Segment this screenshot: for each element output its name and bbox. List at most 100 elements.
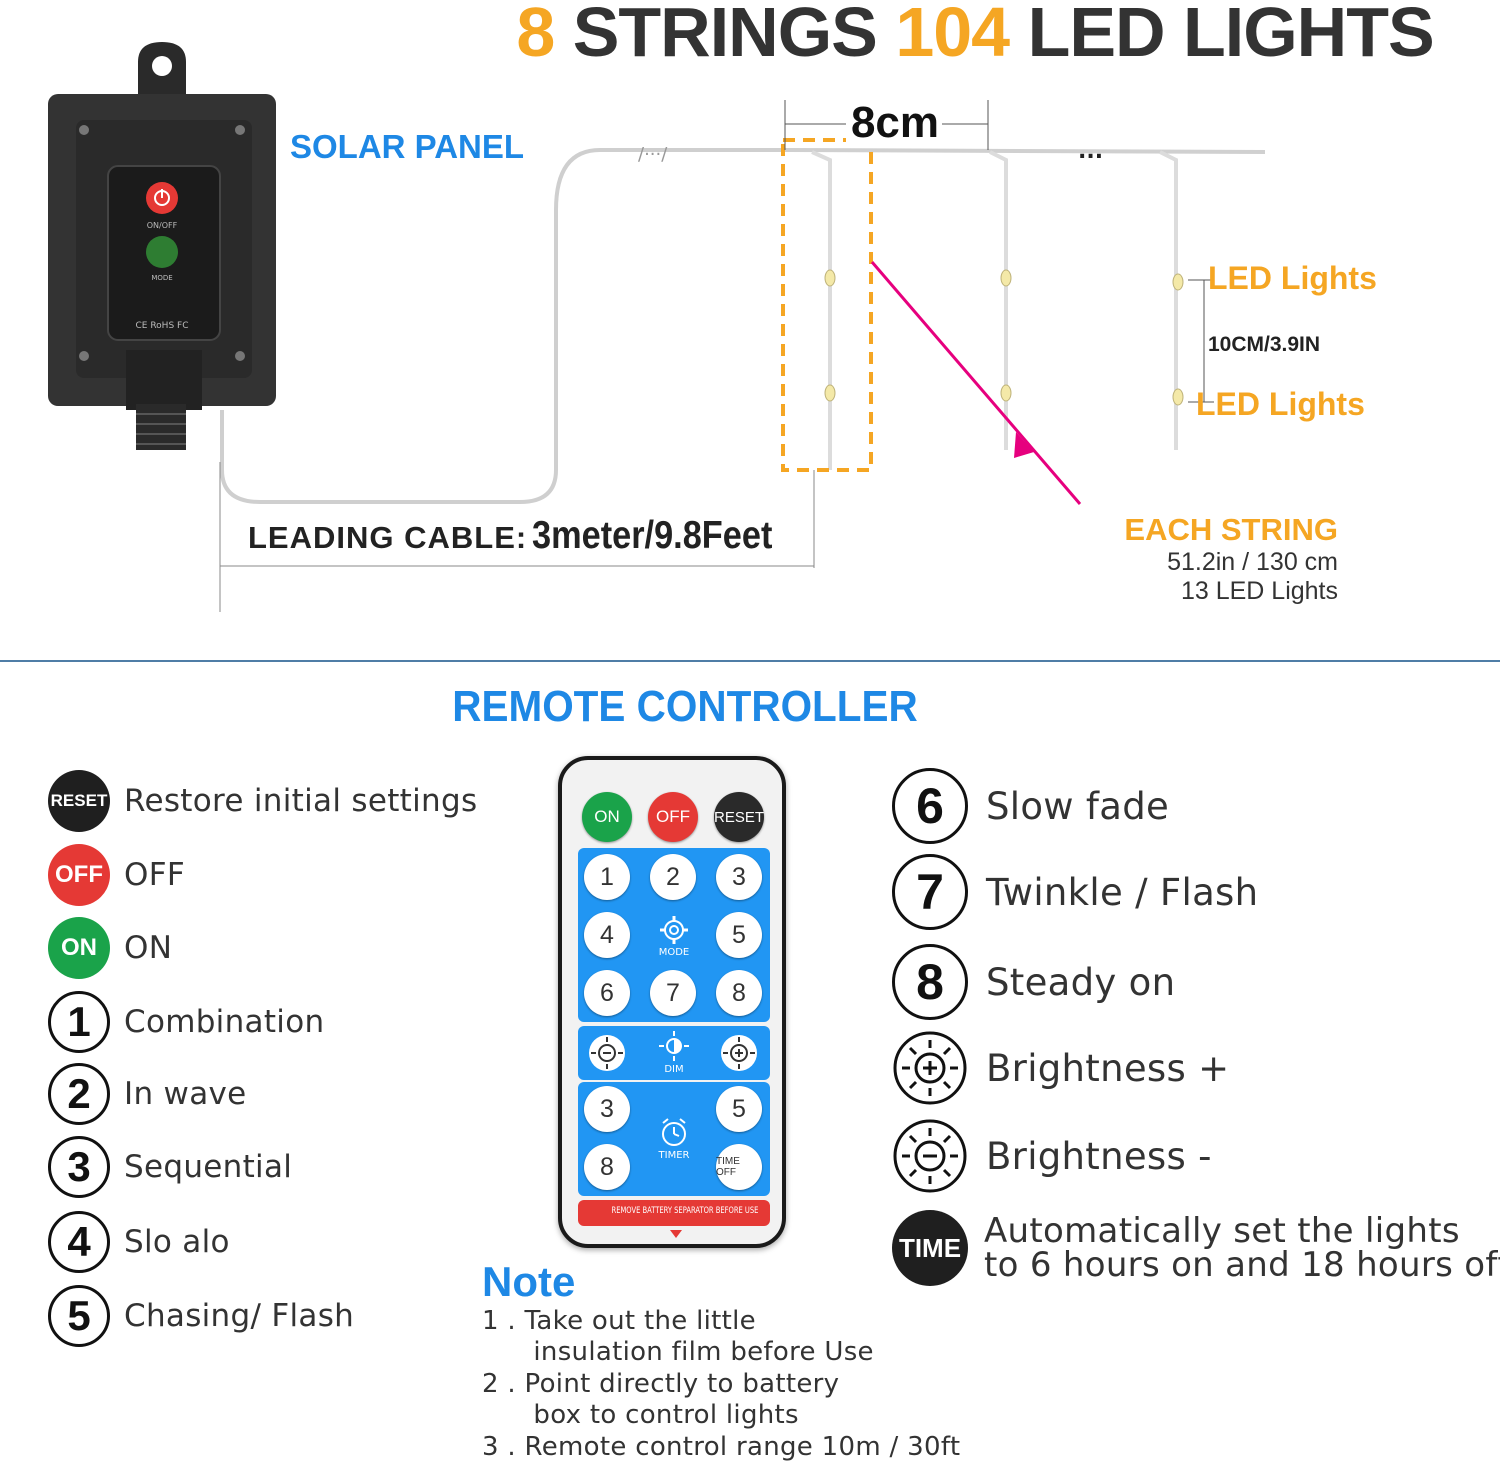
legend-mode-8: 8 Steady on <box>892 944 1175 1020</box>
remote-on-button[interactable]: ON <box>582 792 632 842</box>
remote-off-button[interactable]: OFF <box>648 792 698 842</box>
legend-mode-6: 6 Slow fade <box>892 768 1169 844</box>
string-3 <box>1159 150 1178 450</box>
top-rail-cable <box>789 148 1266 154</box>
legend-mode-3: 3 Sequential <box>48 1134 292 1200</box>
remote-brightness-plus-button[interactable] <box>716 1030 762 1076</box>
time-badge: TIME <box>892 1210 968 1286</box>
cable-cut-mark: /···/ <box>638 144 668 165</box>
remote-mode-7-button[interactable]: 7 <box>650 970 696 1016</box>
timer-clock-icon <box>662 1118 686 1146</box>
legend-mode-1: 1 Combination <box>48 989 324 1055</box>
led-gap-label: 10CM/3.9IN <box>1208 333 1321 356</box>
legend-text: In wave <box>124 1076 247 1112</box>
brightness-plus-icon <box>721 1035 757 1071</box>
arrow-down-icon <box>670 1230 682 1238</box>
legend-text: Sequential <box>124 1149 293 1185</box>
title-word-strings: STRINGS <box>572 0 878 71</box>
legend-text: Brightness - <box>986 1134 1212 1178</box>
led-lights-label-top: LED Lights <box>1208 260 1377 296</box>
leading-cable-label: LEADING CABLE: <box>248 520 528 555</box>
each-string-count: 13 LED Lights <box>1180 577 1338 605</box>
dim-sun-icon <box>659 1031 689 1061</box>
controller-cert-label: CE RoHS FC <box>136 321 189 331</box>
each-string-length: 51.2in / 130 cm <box>1167 548 1338 576</box>
title-number-lights: 104 <box>895 0 1010 71</box>
legend-brightness-minus: Brightness - <box>892 1118 1212 1194</box>
remote-timer-8-button[interactable]: 8 <box>584 1144 630 1190</box>
more-strings-ellipsis: ... <box>1078 139 1103 164</box>
solar-controller-box: ON/OFF MODE CE RoHS FC <box>48 42 276 450</box>
each-string-arrow <box>870 261 1082 505</box>
mode-gear-icon <box>660 916 688 944</box>
number-badge: 8 <box>892 944 968 1020</box>
remote-mode-8-button[interactable]: 8 <box>716 970 762 1016</box>
legend-brightness-plus: Brightness + <box>892 1030 1229 1106</box>
legend-mode-7: 7 Twinkle / Flash <box>892 854 1258 930</box>
spacing-label: 8cm <box>851 98 939 147</box>
remote-reset-button[interactable]: RESET <box>714 792 764 842</box>
remote-timer-5-button[interactable]: 5 <box>716 1086 762 1132</box>
title-word-lights: LED LIGHTS <box>1027 0 1435 71</box>
string-1 <box>811 150 832 470</box>
note-line: insulation film before Use <box>482 1337 874 1367</box>
legend-text: Chasing/ Flash <box>124 1298 355 1334</box>
battery-warning-strip <box>578 1200 770 1226</box>
legend-text: OFF <box>124 857 185 893</box>
title-number-strings: 8 <box>516 0 555 71</box>
legend-reset: RESET Restore initial settings <box>48 768 477 834</box>
legend-mode-4: 4 Slo alo <box>48 1209 230 1275</box>
legend-mode-2: 2 In wave <box>48 1061 247 1127</box>
dim-caption: DIM <box>664 1064 684 1075</box>
highlighted-string-box <box>781 138 873 472</box>
note-title: Note <box>482 1258 576 1305</box>
note-line: 3 . Remote control range 10m / 30ft <box>482 1432 961 1462</box>
remote-mode-4-button[interactable]: 4 <box>584 912 630 958</box>
leading-cable-caption: LEADING CABLE: 3meter/9.8Feet <box>248 514 805 558</box>
number-badge: 1 <box>48 991 110 1053</box>
controller-on-off-label: ON/OFF <box>147 221 178 230</box>
brightness-minus-icon <box>892 1118 968 1194</box>
leading-cable <box>220 148 790 504</box>
number-badge: 3 <box>48 1136 110 1198</box>
each-string-label: EACH STRING <box>1124 512 1338 547</box>
mode-button <box>146 236 178 268</box>
remote-controller-title: REMOTE CONTROLLER <box>452 682 918 731</box>
legend-text: ON <box>124 930 173 966</box>
remote-timer-3-button[interactable]: 3 <box>584 1086 630 1132</box>
each-string-spec: EACH STRING 51.2in / 130 cm 13 LED Light… <box>1080 512 1338 606</box>
note-line: 1 . Take out the little <box>482 1306 756 1336</box>
legend-text: Restore initial settings <box>124 783 478 819</box>
remote-mode-1-button[interactable]: 1 <box>584 854 630 900</box>
section-divider <box>0 660 1500 662</box>
remote-time-off-button[interactable]: TIME OFF <box>716 1144 762 1190</box>
on-badge: ON <box>48 917 110 979</box>
note-line: box to control lights <box>482 1400 799 1430</box>
remote-mode-5-button[interactable]: 5 <box>716 912 762 958</box>
legend-mode-5: 5 Chasing/ Flash <box>48 1283 354 1349</box>
leading-cable-value: 3meter/9.8Feet <box>532 514 773 557</box>
legend-off: OFF OFF <box>48 842 185 908</box>
remote-mode-6-button[interactable]: 6 <box>584 970 630 1016</box>
number-badge: 4 <box>48 1211 110 1273</box>
legend-text: Slow fade <box>986 784 1170 828</box>
number-badge: 7 <box>892 854 968 930</box>
timer-description: Automatically set the lights to 6 hours … <box>984 1214 1500 1282</box>
remote-mode-2-button[interactable]: 2 <box>650 854 696 900</box>
timer-caption: TIMER <box>658 1150 690 1161</box>
mode-caption: MODE <box>658 947 690 958</box>
wiring-diagram: ON/OFF MODE CE RoHS FC /···/ ... 8cm <box>48 42 1266 612</box>
hanging-hole <box>152 56 172 76</box>
legend-timer: TIME Automatically set the lights to 6 h… <box>892 1208 1500 1288</box>
legend-text: Automatically set the lights <box>984 1211 1460 1251</box>
remote-mode-3-button[interactable]: 3 <box>716 854 762 900</box>
battery-warning-label: REMOVE BATTERY SEPARATOR BEFORE USE <box>612 1206 759 1216</box>
remote-brightness-minus-button[interactable] <box>584 1030 630 1076</box>
solar-panel-label: SOLAR PANEL <box>290 128 525 165</box>
number-badge: 2 <box>48 1063 110 1125</box>
number-badge: 5 <box>48 1285 110 1347</box>
controller-mode-label: MODE <box>151 274 172 282</box>
legend-text: to 6 hours on and 18 hours off <box>984 1245 1500 1285</box>
legend-text: Twinkle / Flash <box>986 870 1259 914</box>
remote-control: REMOVE BATTERY SEPARATOR BEFORE USE ON O… <box>558 756 786 1248</box>
